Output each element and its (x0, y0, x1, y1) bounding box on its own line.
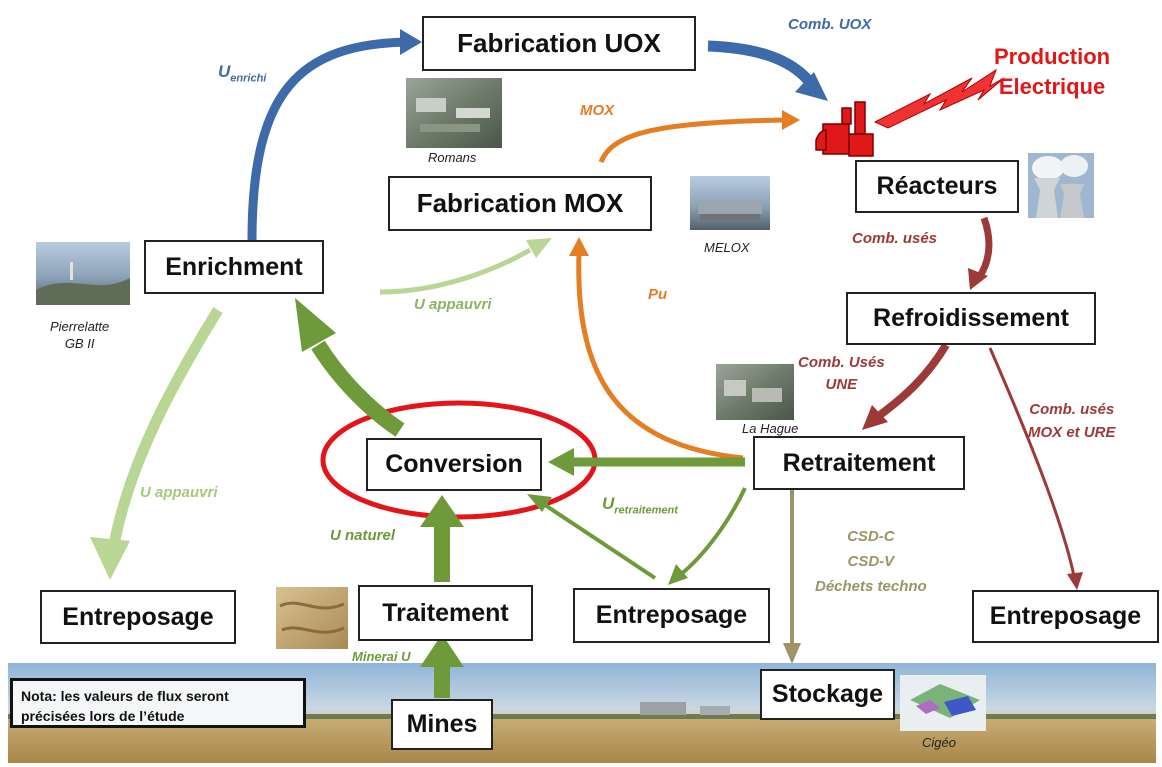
retraitement-box: Retraitement (753, 436, 965, 490)
fabrication-uox-box: Fabrication UOX (422, 16, 696, 71)
label-u-appauvri-mid: U appauvri (414, 296, 492, 313)
refroidissement-box: Refroidissement (846, 292, 1096, 345)
label-csd-c: CSD-C (847, 528, 895, 545)
label-comb-uses-mox-2: MOX et URE (1028, 424, 1116, 441)
melox-photo (690, 176, 770, 230)
flow-arrow-mox (598, 110, 800, 164)
label-comb-uses-une: Comb. Usés UNE (798, 352, 885, 396)
lightning-icon (873, 68, 1005, 129)
conversion-box: Conversion (366, 438, 542, 491)
flow-arrow-u-appauvri-left (90, 307, 223, 580)
caption-pierrelatte-2: GB II (64, 336, 95, 351)
label-u-naturel: U naturel (330, 527, 396, 544)
romans-photo (406, 78, 502, 148)
label-pu: Pu (648, 286, 668, 303)
label-minerai-u: Minerai U (352, 649, 411, 664)
production-line-2: Electrique (998, 74, 1106, 99)
flow-arrow-comb-uses-mox (988, 347, 1083, 590)
caption-pierrelatte-1: Pierrelatte (50, 319, 110, 334)
label-csd-v: CSD-V (847, 553, 895, 570)
cigeo-photo (900, 675, 986, 731)
cooling-tower-photo (1028, 153, 1094, 218)
caption-la-hague: La Hague (742, 421, 799, 436)
stockage-box: Stockage (760, 669, 895, 720)
flow-arrow-comb-uses (968, 216, 993, 290)
label-u-appauvri-left: U appauvri (140, 484, 218, 501)
flow-arrow-comb-uses-une (862, 342, 950, 430)
label-u-enrichi-sub: enrichi (230, 72, 267, 85)
la-hague-photo (716, 364, 794, 420)
flow-arrow-u-enrichi (247, 29, 422, 241)
label-u-retraitement-main: U (602, 494, 615, 513)
flow-arrow-pu (569, 237, 744, 461)
pierrelatte-photo (36, 242, 130, 305)
flow-arrow-conversion-enrichment (295, 298, 405, 437)
production-electrique-label: Production Electrique (994, 42, 1110, 102)
traitement-box: Traitement (358, 585, 533, 641)
mines-box: Mines (391, 699, 493, 750)
nota-line-2: précisées lors de l’étude (21, 708, 185, 724)
flow-arrow-u-naturel (420, 495, 464, 582)
label-u-retraitement-sub: retraitement (614, 504, 678, 517)
flow-arrow-minerai-u (420, 634, 464, 698)
entreposage-middle-box: Entreposage (573, 588, 770, 643)
label-comb-uses-mox: Comb. usés MOX et URE (1028, 398, 1116, 444)
label-u-enrichi-main: U (218, 62, 231, 81)
flow-arrow-retraitement-conversion (548, 448, 745, 476)
label-comb-uses-mox-1: Comb. usés (1029, 401, 1115, 418)
reacteurs-box: Réacteurs (855, 160, 1019, 213)
traitement-photo (276, 587, 348, 649)
caption-cigeo: Cigéo (922, 735, 956, 750)
flow-arrow-dechets (783, 488, 801, 664)
production-line-1: Production (994, 44, 1111, 69)
label-comb-uses: Comb. usés (852, 230, 938, 247)
label-u-retraitement: Uretraitement (602, 494, 678, 516)
label-comb-uox: Comb. UOX (788, 16, 872, 33)
reactor-icon (815, 101, 874, 157)
caption-romans: Romans (428, 150, 477, 165)
flow-arrow-retraitement-entreposage (668, 487, 747, 585)
label-dechets-techno: Déchets techno (815, 578, 927, 595)
fabrication-mox-box: Fabrication MOX (388, 176, 652, 231)
label-dechets: CSD-C CSD-V Déchets techno (815, 524, 927, 599)
label-comb-uses-une-2: UNE (825, 376, 858, 393)
enrichment-box: Enrichment (144, 240, 324, 294)
label-comb-uses-une-1: Comb. Usés (798, 354, 885, 371)
entreposage-left-box: Entreposage (40, 590, 236, 644)
nota-box: Nota: les valeurs de flux seront précisé… (10, 678, 306, 728)
flow-arrow-comb-uox (707, 40, 828, 101)
flow-arrow-u-appauvri-mid (379, 238, 552, 295)
caption-pierrelatte: Pierrelatte GB II (50, 318, 109, 352)
label-mox: MOX (580, 102, 615, 119)
flow-arrow-u-retraitement (527, 494, 657, 580)
nota-line-1: Nota: les valeurs de flux seront (21, 688, 229, 704)
caption-melox: MELOX (704, 240, 750, 255)
label-u-enrichi: Uenrichi (218, 62, 266, 84)
entreposage-right-box: Entreposage (972, 590, 1159, 643)
